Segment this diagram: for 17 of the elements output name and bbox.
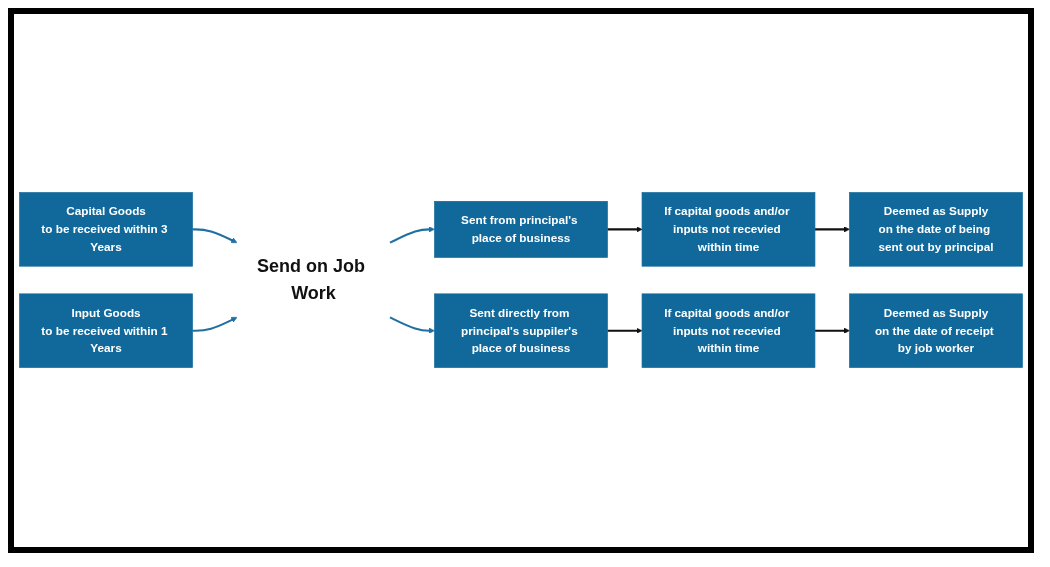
node-text: Send on Job Work — [257, 256, 365, 305]
node-box: Sent directly from principal's suppiler's place of business — [434, 293, 608, 369]
node-box: Capital Goods to be received within 3 Years — [19, 192, 193, 267]
node-box: Deemed as Supply on the date of receipt by job worker — [849, 293, 1023, 369]
node-box: Deemed as Supply on the date of being sent out by principal — [849, 192, 1023, 267]
arrow — [192, 228, 238, 244]
arrow — [607, 226, 643, 233]
arrow — [814, 226, 850, 233]
arrow — [814, 328, 850, 335]
arrow — [389, 226, 435, 245]
node-box: Input Goods to be received within 1 Years — [19, 293, 193, 369]
arrow — [389, 316, 435, 335]
arrow — [607, 328, 643, 335]
node-box: Sent from principal's place of business — [434, 201, 608, 259]
node-box: If capital goods and/or inputs not recevied within time — [641, 293, 816, 369]
node-box: If capital goods and/or inputs not recevied within time — [641, 192, 816, 267]
arrow — [192, 317, 238, 333]
